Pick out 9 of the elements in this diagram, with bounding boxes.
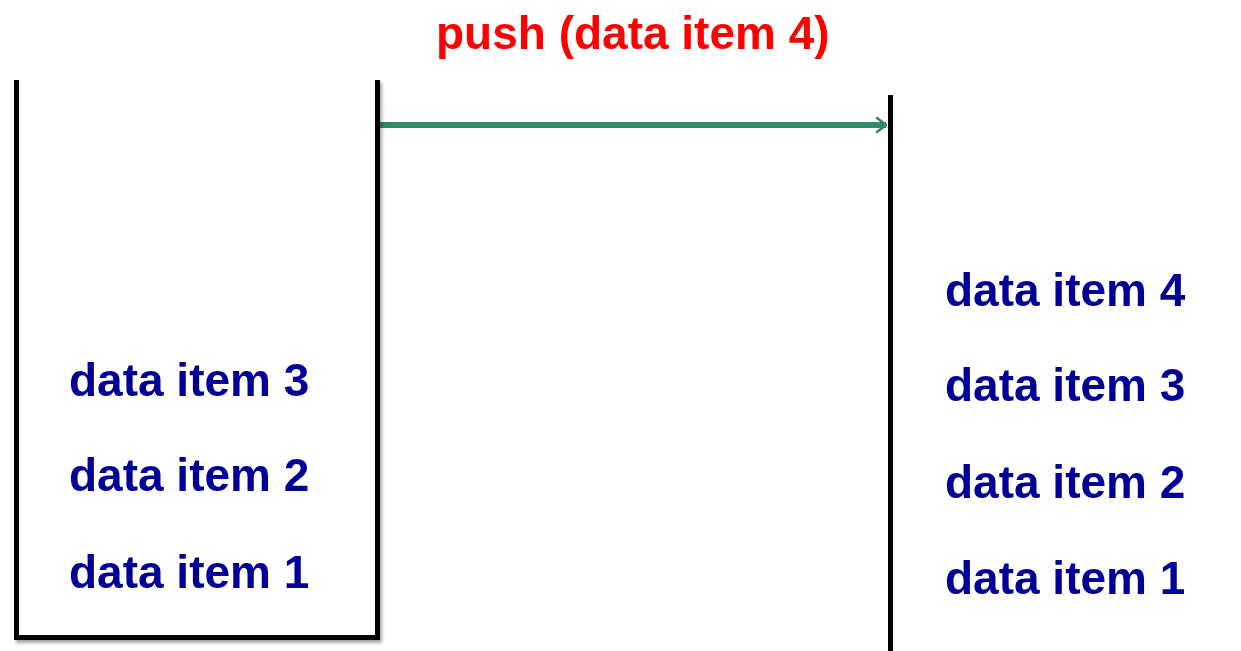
stack-item: data item 1 — [945, 551, 1186, 605]
stack-item: data item 3 — [945, 358, 1186, 412]
stack-container — [14, 80, 380, 640]
stack-item: data item 2 — [945, 455, 1186, 509]
stack-item: data item 3 — [69, 353, 310, 407]
arrow — [380, 116, 888, 134]
stack-item: data item 1 — [69, 545, 310, 599]
stack-item: data item 2 — [69, 448, 310, 502]
stack-item: data item 4 — [945, 263, 1186, 317]
